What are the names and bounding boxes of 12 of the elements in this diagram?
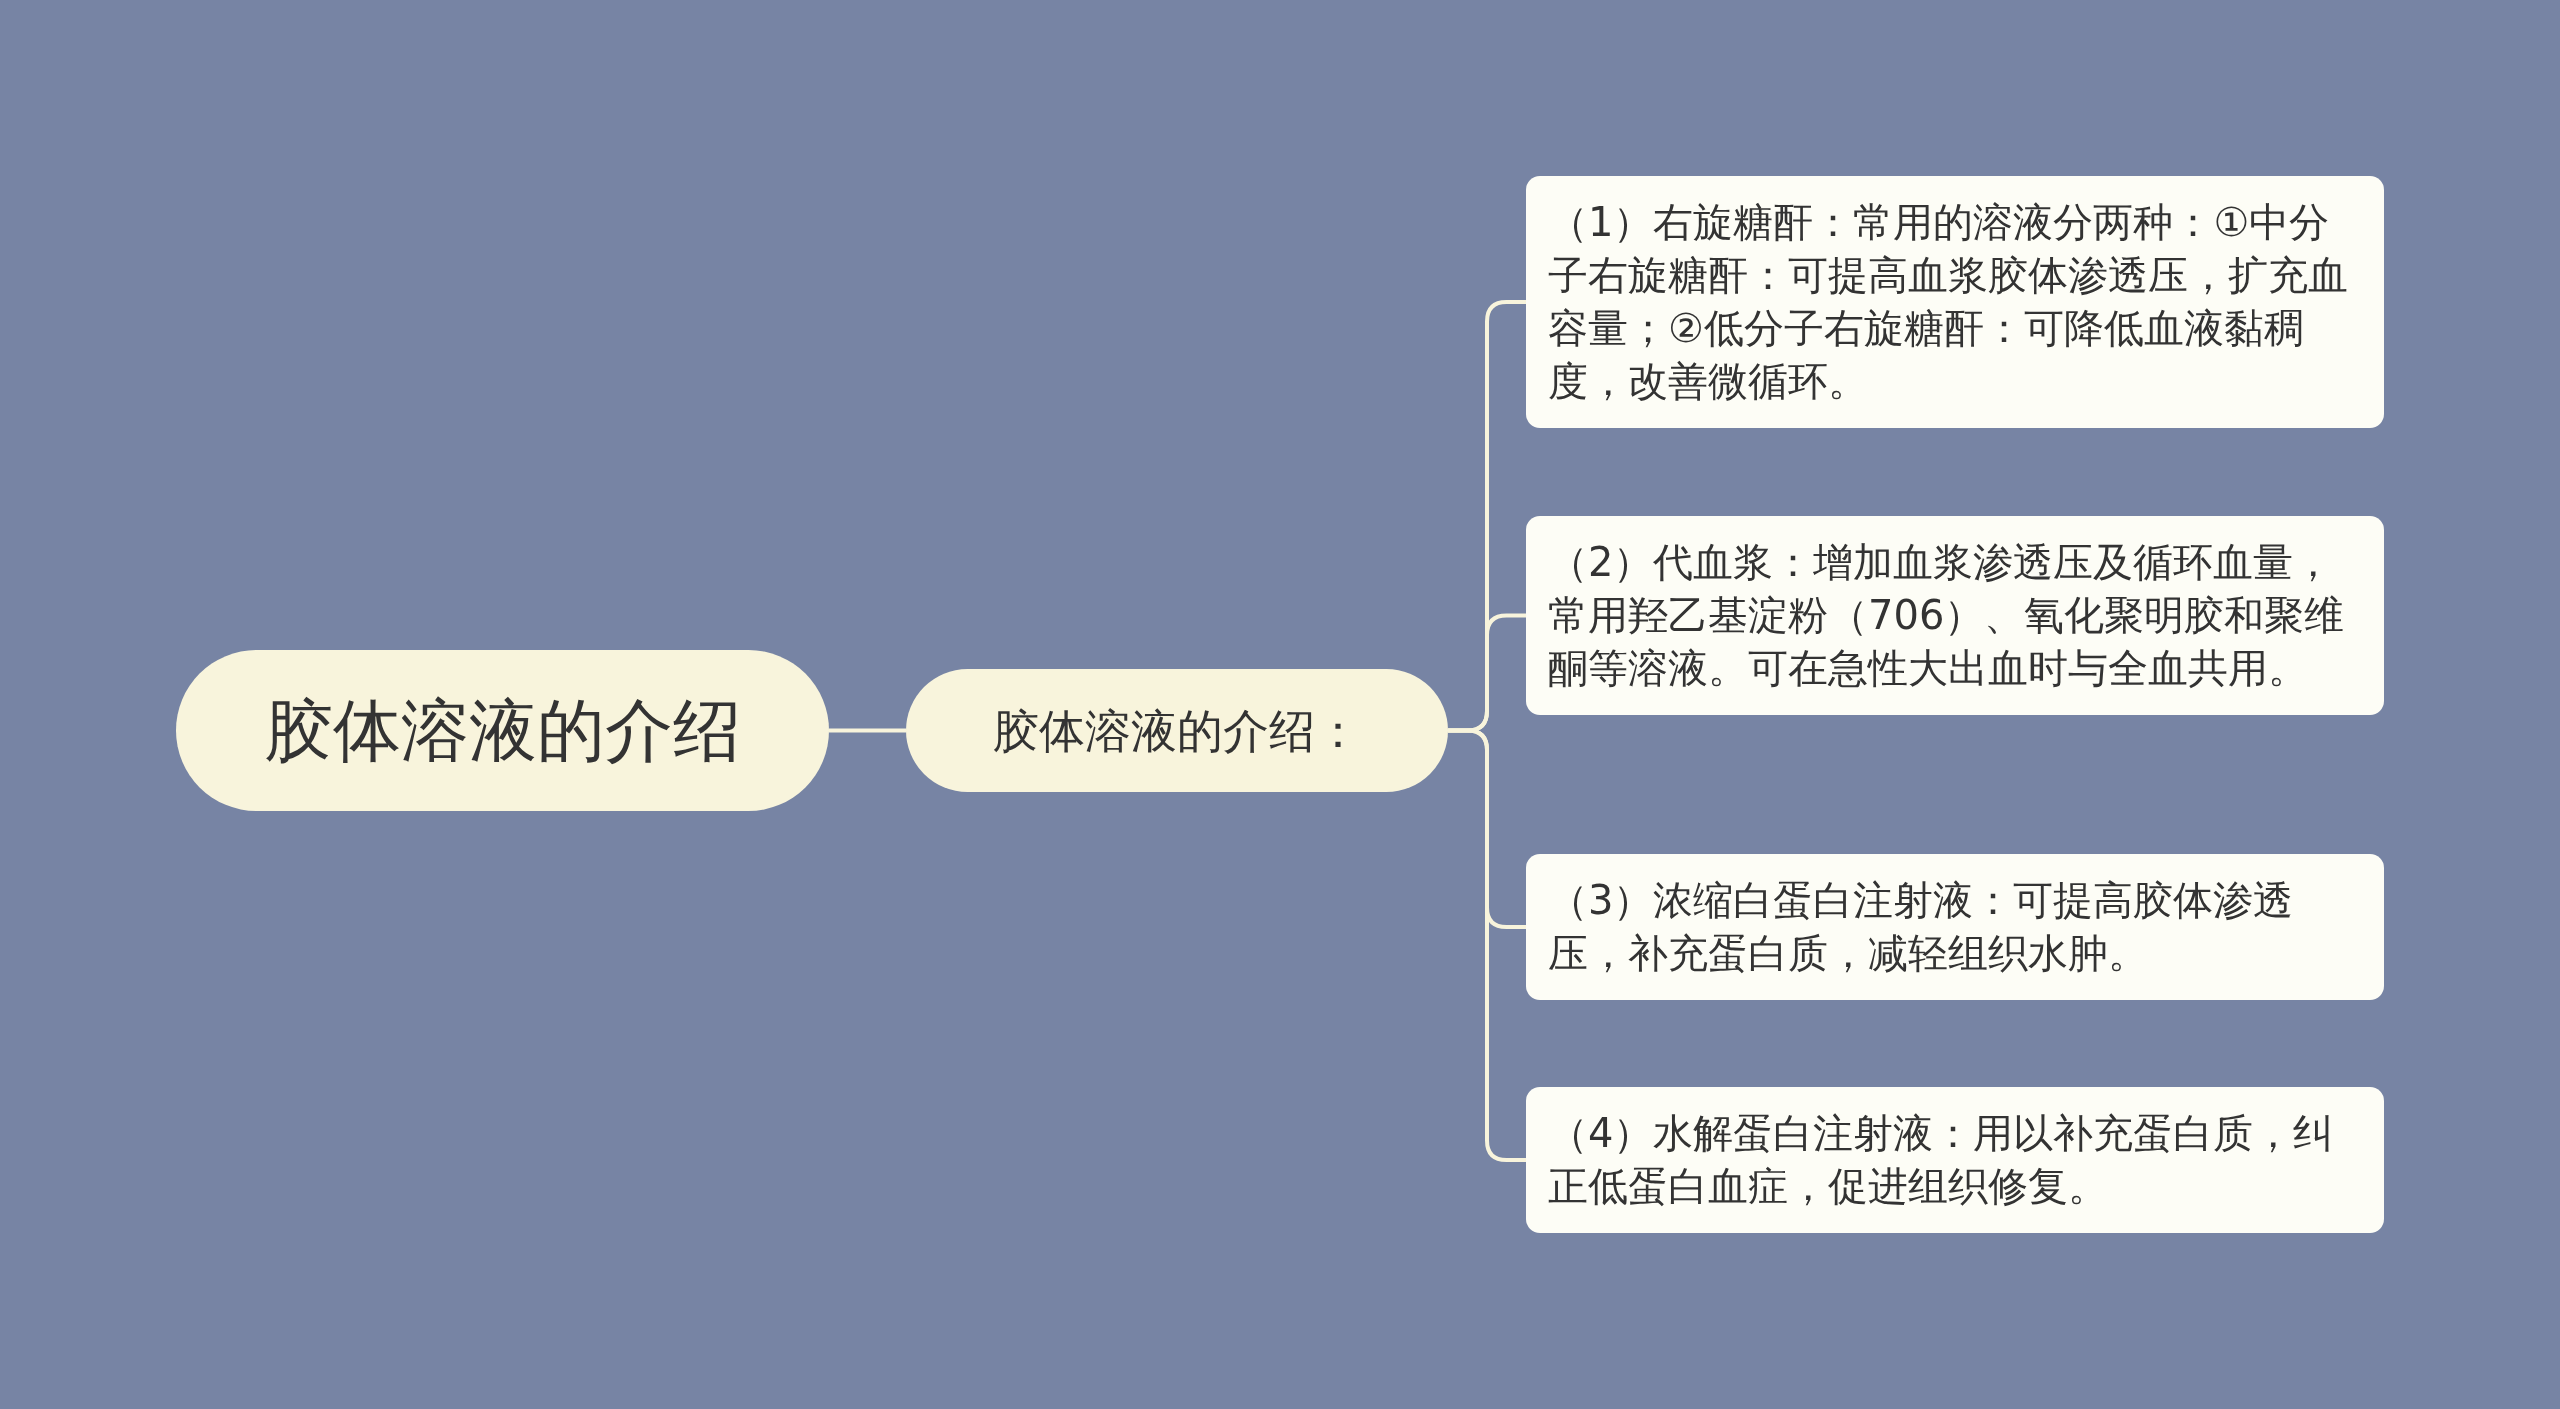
text-card [1526,1087,2384,1233]
text-card [1526,854,2384,1000]
text-card [1526,176,2384,428]
node-text: 胶体溶液的介绍： [993,702,1361,759]
connector-line [1448,728,1526,1162]
text-card [1526,516,2384,715]
node-text: （2）代血浆：增加血浆渗透压及循环血量，常用羟乙基淀粉（706）、氧化聚明胶和聚维酮等溶液。可在急性大出血时与全血共用。 [1548,538,2346,693]
node-text: （3）浓缩白蛋白注射液：可提高胶体渗透压，补充蛋白质，减轻组织水肿。 [1548,876,2295,978]
node-text: 胶体溶液的介绍 [264,690,741,771]
connector-line [829,728,906,733]
node-text: （4）水解蛋白注射液：用以补充蛋白质，纠正低蛋白血症，促进组织修复。 [1548,1109,2335,1211]
node-text: （1）右旋糖酐：常用的溶液分两种：①中分子右旋糖酐：可提高血浆胶体渗透压，扩充血容量；②低分子右旋糖酐：可降低血液黏稠度，改善微循环。 [1548,198,2349,406]
